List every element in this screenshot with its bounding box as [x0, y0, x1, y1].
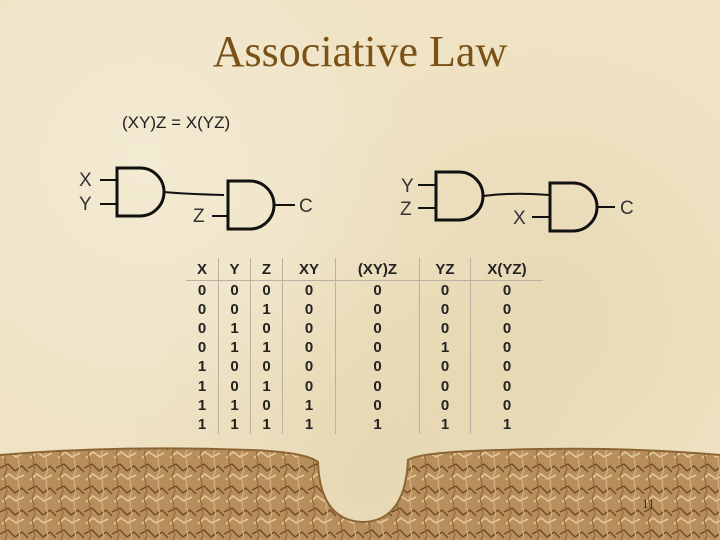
- table-cell: 1: [282, 414, 336, 434]
- table-cell: 0: [419, 395, 471, 415]
- table-cell: 0: [186, 319, 219, 339]
- table-cell: 1: [282, 395, 336, 415]
- and-gate-xyz-right: [548, 181, 599, 233]
- table-cell: 0: [282, 376, 336, 396]
- table-cell: 0: [282, 319, 336, 339]
- table-cell: 1: [218, 414, 251, 434]
- table-cell: 0: [502, 396, 512, 414]
- header-x-yz: X(YZ): [470, 258, 543, 281]
- table-cell: 0: [335, 319, 420, 339]
- and-gate-xy: [115, 166, 166, 218]
- table-cell: 0: [186, 280, 219, 301]
- table-cell: 0: [335, 280, 420, 301]
- header-z: Z: [250, 258, 283, 281]
- table-cell: 1: [218, 338, 251, 358]
- table-cell: 0: [502, 358, 512, 376]
- table-cell: 1: [186, 395, 219, 415]
- table-cell: 0: [419, 300, 471, 320]
- table-cell: 0: [502, 301, 512, 319]
- table-cell: 0: [502, 377, 512, 395]
- table-cell: 0: [218, 376, 251, 396]
- table-cell: 0: [250, 280, 283, 301]
- table-cell: 0: [335, 395, 420, 415]
- right-input-z-label: Z: [400, 199, 412, 220]
- right-input-y-label: Y: [401, 176, 414, 197]
- right-input-x-label: X: [513, 208, 526, 229]
- table-cell: 1: [250, 414, 283, 434]
- header-xy: XY: [282, 258, 336, 281]
- table-cell: 1: [419, 338, 471, 358]
- table-cell: 1: [419, 414, 471, 434]
- header-x: X: [186, 258, 219, 281]
- table-cell: 0: [282, 300, 336, 320]
- table-cell: 0: [218, 357, 251, 377]
- page-number: 11: [642, 496, 655, 511]
- table-cell: 0: [502, 282, 512, 300]
- table-cell: 0: [419, 376, 471, 396]
- table-cell: 1: [218, 395, 251, 415]
- table-cell: 0: [186, 338, 219, 358]
- table-cell: 1: [250, 300, 283, 320]
- logic-circuits: X Y Z C Y Z X C: [79, 166, 634, 233]
- left-output-label: C: [299, 196, 313, 217]
- table-cell: 1: [502, 415, 512, 433]
- table-cell: 0: [419, 280, 471, 301]
- table-cell: 0: [218, 280, 251, 301]
- table-cell: 0: [186, 300, 219, 320]
- table-cell: 1: [186, 376, 219, 396]
- table-cell: 0: [502, 320, 512, 338]
- wire: [482, 192, 550, 197]
- table-cell: 1: [186, 414, 219, 434]
- table-cell: 1: [335, 414, 420, 434]
- table-cell: 0: [250, 319, 283, 339]
- table-cell: 0: [218, 300, 251, 320]
- table-cell: 1: [250, 376, 283, 396]
- associative-equation: (XY)Z = X(YZ): [122, 113, 231, 132]
- header-y: Y: [218, 258, 251, 281]
- table-cell: 0: [419, 319, 471, 339]
- left-input-x-label: X: [79, 170, 92, 191]
- table-cell: 1: [186, 357, 219, 377]
- header-yz: YZ: [419, 258, 471, 281]
- table-cell: 0: [335, 300, 420, 320]
- and-gate-xyz: [226, 179, 276, 231]
- and-gate-yz: [434, 170, 485, 222]
- table-cell: 0: [282, 357, 336, 377]
- table-cell: 0: [282, 338, 336, 358]
- left-circuit: X Y Z C: [79, 166, 313, 231]
- table-cell: 0: [335, 357, 420, 377]
- table-header-row: X Y Z XY (XY)Z YZ X(YZ): [186, 258, 543, 281]
- table-cell: 0: [419, 357, 471, 377]
- table-cell: 1: [250, 338, 283, 358]
- left-input-z-label: Z: [193, 206, 205, 227]
- table-cell: 0: [282, 280, 336, 301]
- right-output-label: C: [620, 198, 634, 219]
- table-cell: 0: [502, 339, 512, 357]
- right-circuit: Y Z X C: [400, 170, 634, 233]
- table-cell: 1: [218, 319, 251, 339]
- left-input-y-label: Y: [79, 194, 92, 215]
- table-cell: 0: [250, 357, 283, 377]
- slide-title: Associative Law: [212, 27, 508, 76]
- table-cell: 0: [335, 338, 420, 358]
- table-cell: 0: [335, 376, 420, 396]
- wire: [163, 191, 225, 196]
- table-cell: 0: [250, 395, 283, 415]
- header-xy-z: (XY)Z: [335, 258, 420, 281]
